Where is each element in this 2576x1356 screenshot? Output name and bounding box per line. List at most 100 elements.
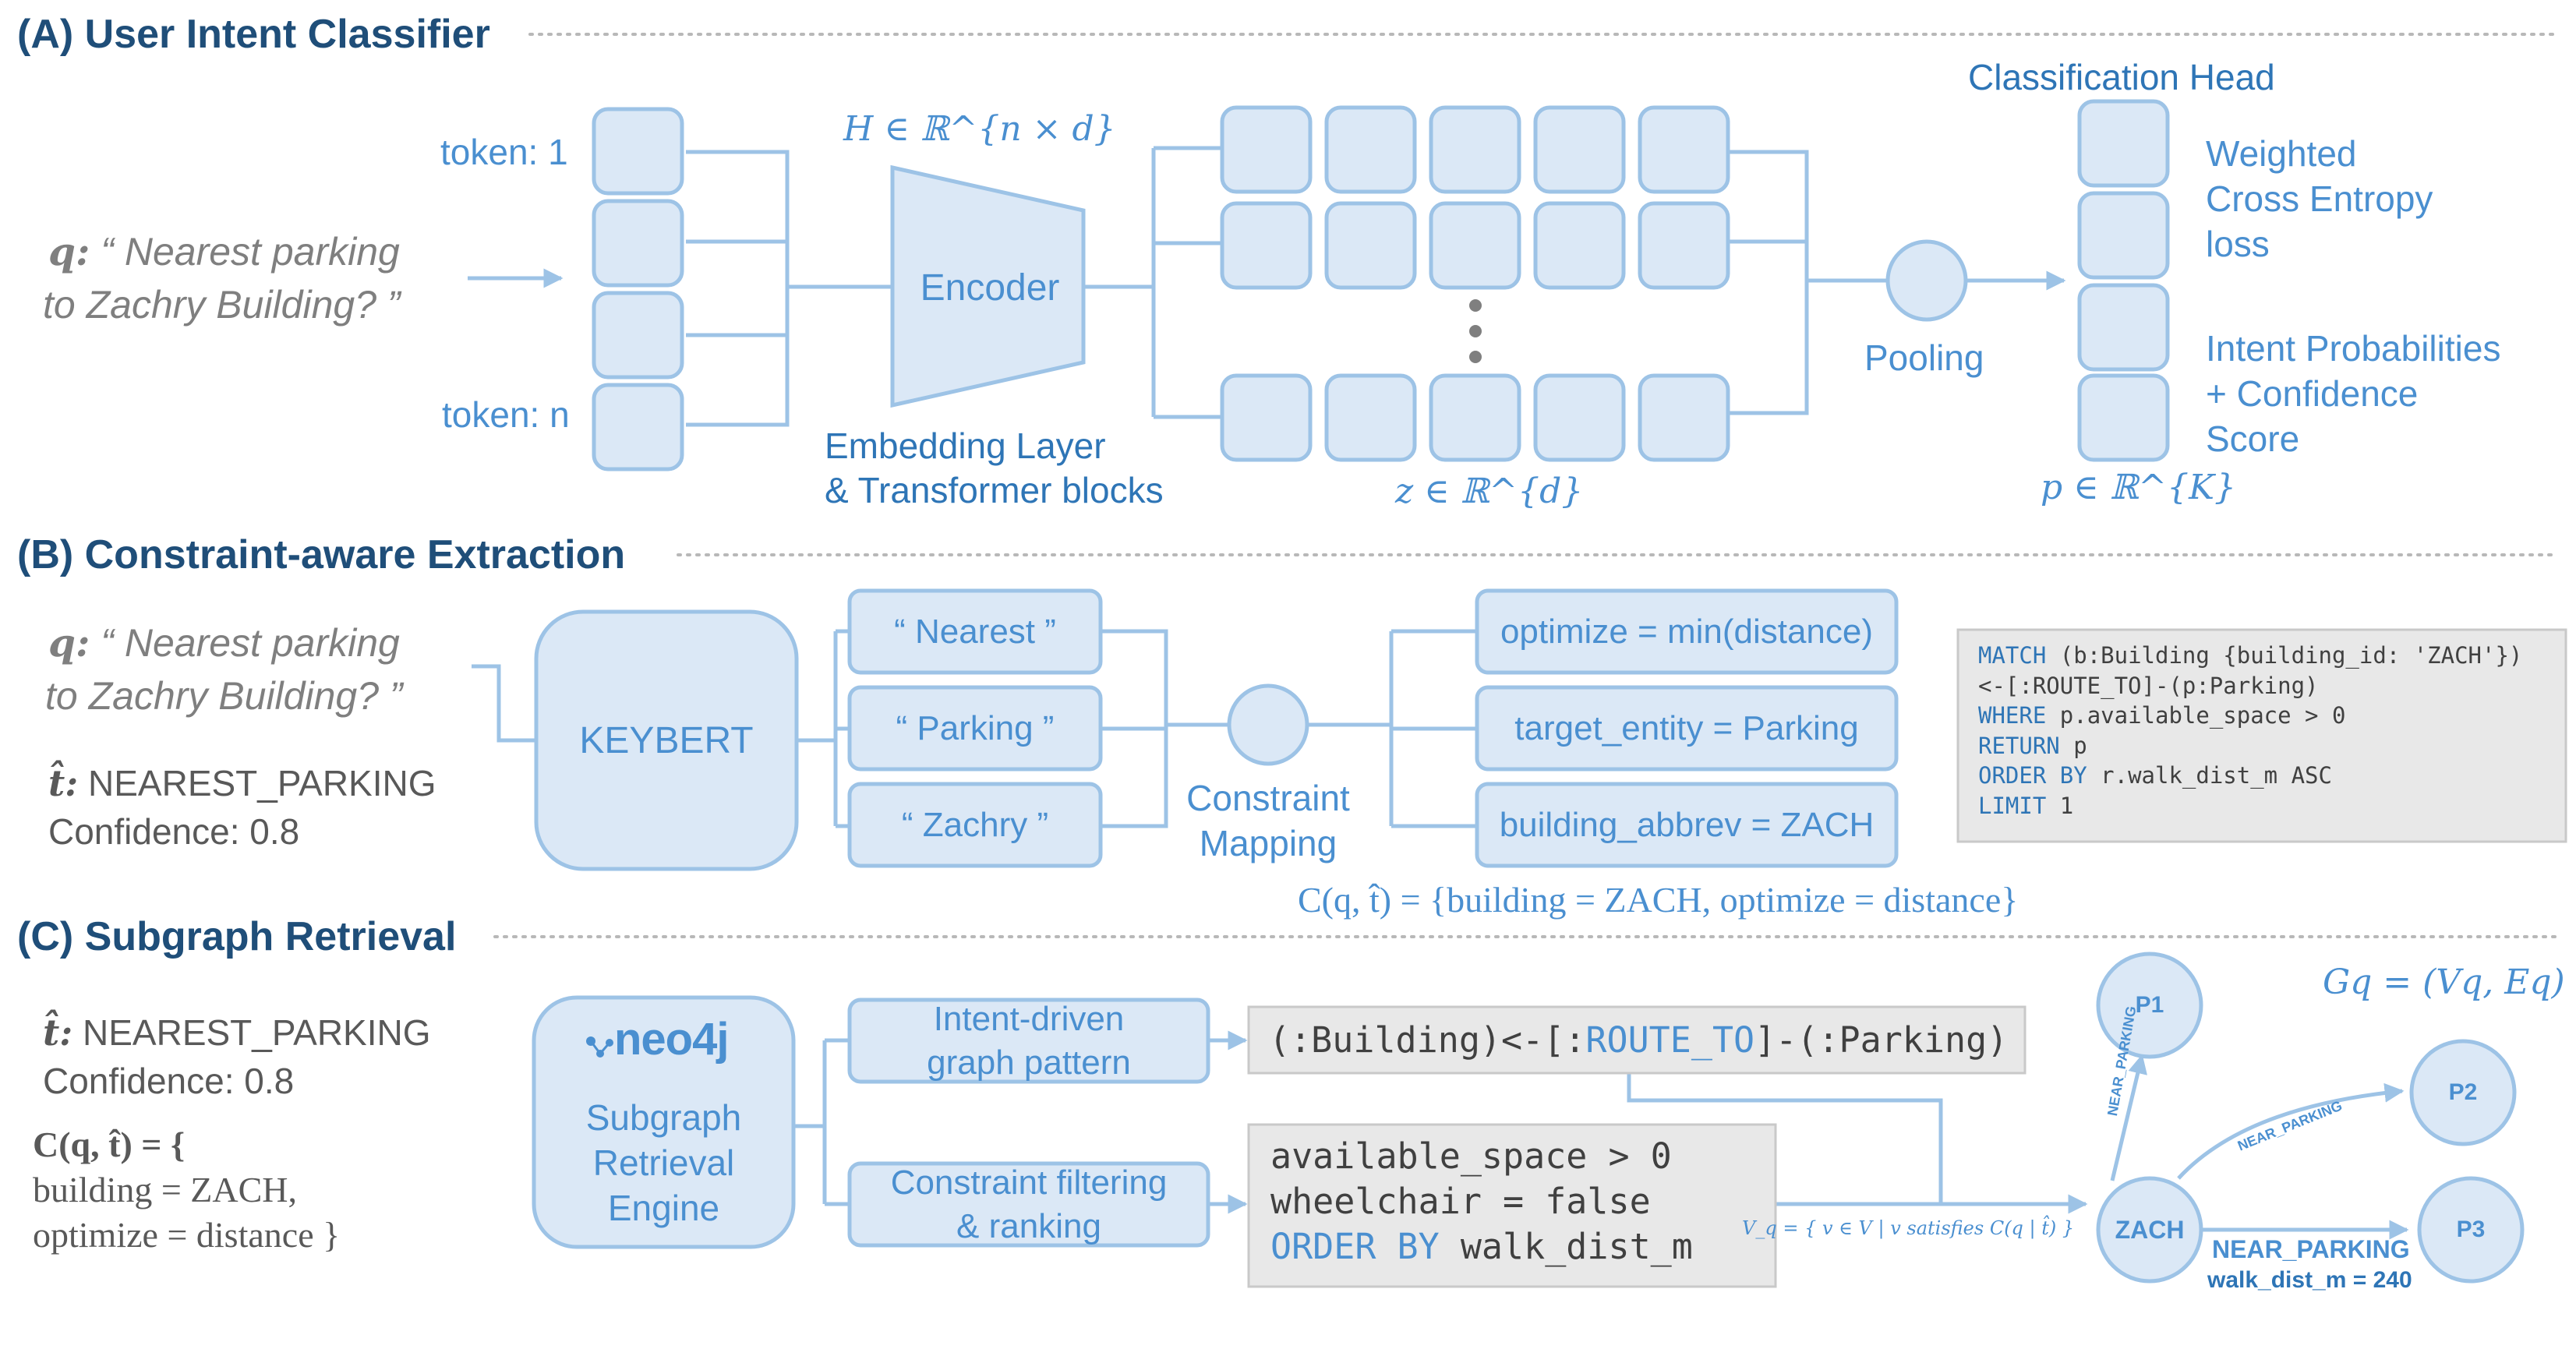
cypher-text: (b:Building {building_id: 'ZACH'}) (2046, 642, 2523, 669)
neo4j-logo: neo4j (614, 1014, 729, 1065)
cypher-line: WHERE p.available_space > 0 (1978, 701, 2522, 731)
keyword-parking: “ Parking ” (896, 708, 1055, 747)
node-p2 (2409, 1039, 2517, 1146)
grid-cell (1324, 105, 1417, 194)
z-formula: z ∈ ℝ^{d} (1395, 471, 1584, 511)
section-c-confidence: Confidence: 0.8 (43, 1061, 295, 1101)
cypher-line: LIMIT 1 (1978, 791, 2522, 821)
filter-code: available_space > 0 wheelchair = false O… (1270, 1135, 1693, 1267)
grid-cell (1638, 201, 1730, 290)
token-bracket (686, 150, 892, 427)
constraint-building: building_abbrev = ZACH (1499, 805, 1875, 844)
node-zach-label: ZACH (2115, 1215, 2185, 1244)
cypher-keyword: LIMIT (1978, 792, 2047, 819)
head-box-4 (2077, 373, 2170, 462)
classification-head-title: Classification Head (1968, 57, 2275, 97)
probability-label: Intent Probabilities + Confidence Score (2206, 328, 2501, 459)
grid-cell (1533, 105, 1626, 194)
c-formula: C(q, t̂) = {building = ZACH, optimize = … (1298, 880, 2019, 920)
encoder-to-grid (1083, 146, 1222, 419)
engine-to-branches (793, 1038, 850, 1206)
constraint-target: target_entity = Parking (1514, 708, 1859, 747)
grid-cell (1638, 105, 1730, 194)
head-box-3 (2077, 283, 2170, 372)
p-formula: p ∈ ℝ^{K} (2041, 468, 2237, 507)
keyword-nearest: “ Nearest ” (894, 612, 1056, 651)
constraint-optimize: optimize = min(distance) (1500, 612, 1874, 651)
section-b-title: (B) Constraint-aware Extraction (17, 532, 626, 577)
pattern-code-box (1247, 1005, 2027, 1075)
grid-cell (1324, 201, 1417, 290)
keyword-zachry: “ Zachry ” (901, 805, 1049, 844)
token-last-label: token: n (442, 394, 570, 435)
neo4j-engine-box (532, 995, 796, 1249)
grid-cell (1220, 373, 1313, 462)
keybert-to-keywords (797, 629, 850, 828)
cypher-keyword: MATCH (1978, 642, 2047, 669)
pattern-label: Intent-driven graph pattern (927, 1000, 1131, 1082)
query-to-keybert (472, 664, 536, 743)
keywords-to-mapping (1101, 629, 1228, 828)
grid-cell (1533, 201, 1626, 290)
gq-formula: Gq = (Vq, Eq) (2323, 962, 2565, 1002)
keyword-box-nearest (847, 588, 1103, 675)
grid-cell (1220, 105, 1313, 194)
cypher-box (1956, 628, 2567, 843)
cypher-line: ORDER BY r.walk_dist_m ASC (1978, 761, 2522, 791)
ellipsis-dot (1469, 325, 1482, 337)
embedding-label-line2: & Transformer blocks (825, 470, 1164, 510)
cypher-line: RETURN p (1978, 731, 2522, 761)
keybert-label: KEYBERT (579, 719, 754, 761)
cypher-text: p.available_space > 0 (2046, 702, 2346, 729)
edge-label-p3: NEAR_PARKING (2212, 1235, 2410, 1263)
token-box-1 (592, 107, 684, 196)
encoder-trapezoid (890, 164, 1086, 408)
loss-label: Weighted Cross Entropy loss (2206, 133, 2433, 264)
filter-code-box (1247, 1123, 1777, 1288)
token-box-n (592, 383, 684, 471)
section-c-title: (C) Subgraph Retrieval (17, 914, 457, 959)
pattern-down-connector (1627, 1073, 1943, 1204)
head-box-2 (2077, 191, 2170, 280)
keyword-box-parking (847, 685, 1103, 772)
node-p3 (2417, 1176, 2525, 1284)
node-p1 (2096, 952, 2203, 1059)
section-b-intent: t̂: NEAREST_PARKING (48, 762, 436, 804)
grid-cell (1429, 105, 1521, 194)
edge-zach-p1 (2110, 1054, 2147, 1181)
cypher-query: MATCH (b:Building {building_id: 'ZACH'})… (1978, 641, 2522, 821)
section-a-title: (A) User Intent Classifier (17, 12, 490, 57)
encoder-label: Encoder (920, 267, 1060, 309)
cypher-text: <-[:ROUTE_TO]-(p:Parking) (1978, 672, 2319, 699)
neo4j-logo-icon (586, 1036, 613, 1058)
section-b-query: q: “ Nearest parking (48, 620, 400, 666)
node-p2-label: P2 (2448, 1079, 2478, 1105)
cypher-text: r.walk_dist_m ASC (2087, 762, 2332, 789)
grid-cell (1429, 373, 1521, 462)
cypher-line: <-[:ROUTE_TO]-(p:Parking) (1978, 671, 2522, 701)
edge-zach-p2 (2177, 1082, 2405, 1180)
cypher-keyword: WHERE (1978, 702, 2047, 729)
grid-to-pooling (1729, 150, 1888, 415)
ellipsis-dot (1469, 299, 1482, 312)
section-c-intent: t̂: NEAREST_PARKING (43, 1012, 431, 1054)
keyword-box-zachry (847, 782, 1103, 868)
constraint-box-building (1475, 782, 1899, 868)
node-p1-label: P1 (2135, 992, 2164, 1018)
pooling-label: Pooling (1864, 337, 1984, 378)
section-c-constraint-set: C(q, t̂) = { building = ZACH, optimize =… (33, 1125, 341, 1255)
filter-label: Constraint filtering & ranking (890, 1164, 1168, 1245)
constraint-box-optimize (1475, 588, 1899, 675)
cypher-keyword: RETURN (1978, 732, 2060, 759)
node-zach (2096, 1176, 2203, 1284)
pooling-node (1885, 239, 1968, 322)
constraint-mapping-node (1227, 683, 1309, 766)
filter-box (847, 1161, 1210, 1248)
edge-weight-label: walk_dist_m = 240 (2207, 1267, 2412, 1293)
grid-cell (1324, 373, 1417, 462)
keybert-box (534, 609, 799, 871)
cypher-text: 1 (2046, 792, 2074, 819)
section-b-query-line2: to Zachry Building? ” (45, 674, 403, 718)
